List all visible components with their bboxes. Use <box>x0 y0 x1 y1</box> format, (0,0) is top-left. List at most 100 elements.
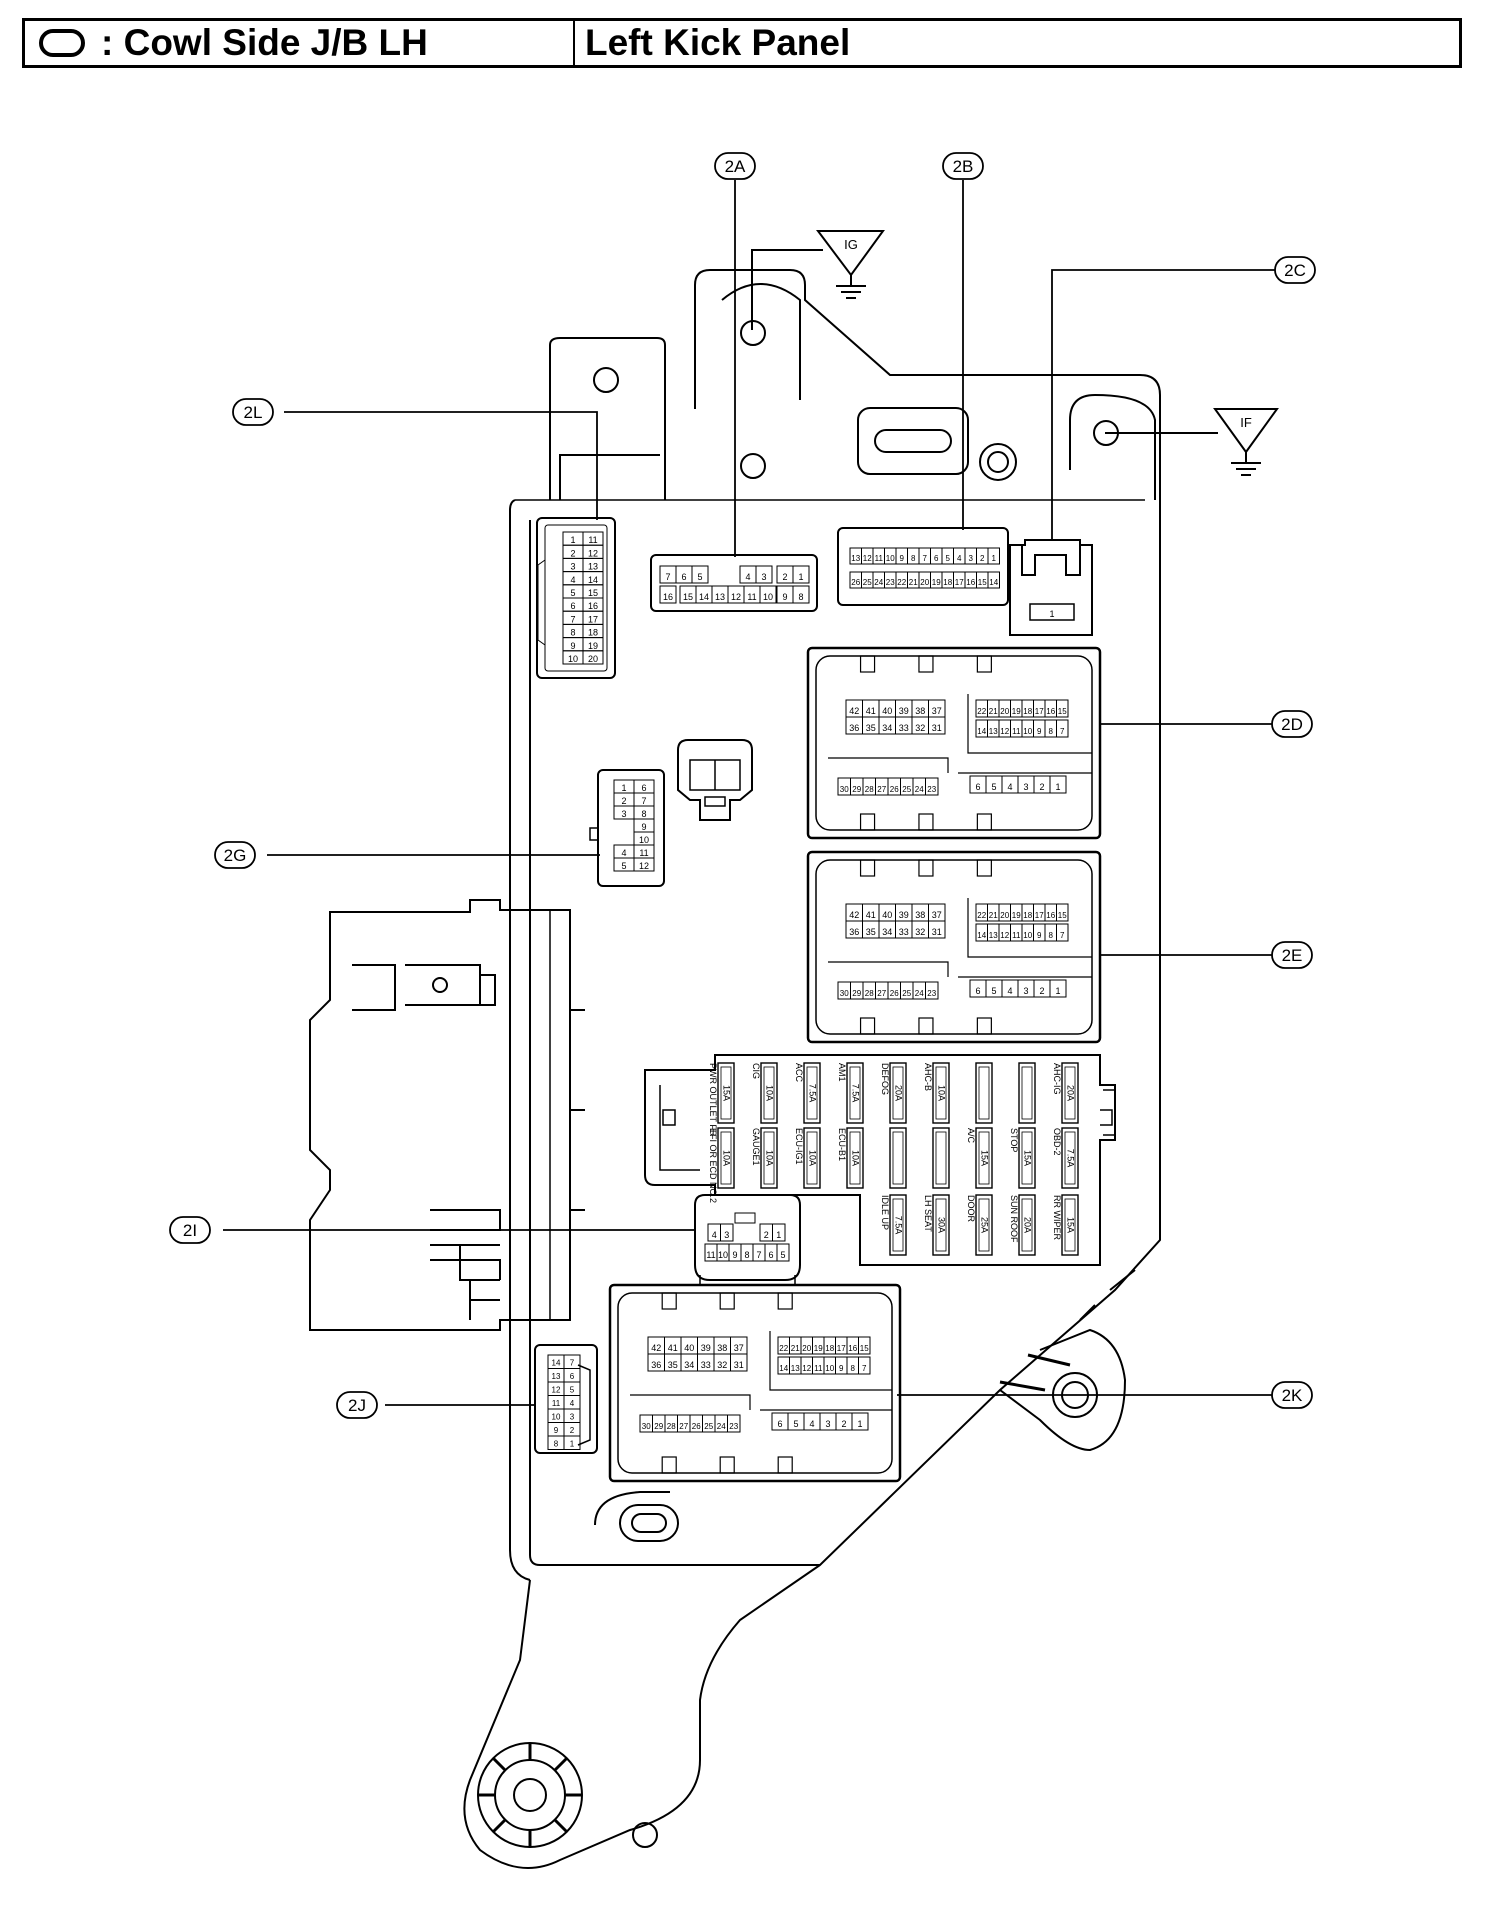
c2a-top-cell <box>792 565 810 584</box>
callout-label: 2L <box>244 403 263 422</box>
g2e-d-pin: 4 <box>1007 986 1012 996</box>
g2k-b-top-pin: 15 <box>860 1344 869 1353</box>
g2k-b-bot-pin: 9 <box>839 1364 844 1373</box>
callout-label: 2G <box>224 846 247 865</box>
c2b-top-pin: 3 <box>969 554 974 563</box>
g2d-c-pin: 29 <box>852 785 861 794</box>
callout-label: 2D <box>1281 715 1303 734</box>
g2e-d-pin: 3 <box>1023 986 1028 996</box>
callout-2c: 2C <box>1274 256 1316 284</box>
c2b-top-pin: 6 <box>934 554 939 563</box>
g2d-a-top-pin: 40 <box>882 706 892 716</box>
g2e-d-pin: 2 <box>1039 986 1044 996</box>
g2d-c-pin: 26 <box>890 785 899 794</box>
fuse-r2-3-amp: 10A <box>851 1150 861 1166</box>
g2d-a-top-pin: 39 <box>899 706 909 716</box>
g2d-c-pin: 23 <box>927 785 936 794</box>
g2e-d-pin: 5 <box>991 986 996 996</box>
g2d-d-cell <box>1049 775 1067 794</box>
c2j-row-pin: 14 <box>552 1359 561 1368</box>
callout-2l: 2L <box>232 398 274 426</box>
g2k-c-pin: 24 <box>717 1422 726 1431</box>
callout-label: 2E <box>1282 946 1303 965</box>
c2g-right-pin: 9 <box>641 822 646 832</box>
g2d-c-pin: 28 <box>865 785 874 794</box>
g2e-c-pin: 25 <box>902 989 911 998</box>
g2e-b-top-pin: 15 <box>1058 911 1067 920</box>
c2j-row-pin: 1 <box>570 1440 575 1449</box>
c2l-left-pin: 9 <box>570 641 575 651</box>
c2i-bot-pin: 6 <box>768 1250 773 1260</box>
g2d-b-bot-pin: 12 <box>1000 727 1009 736</box>
c2b-top-pin: 2 <box>980 554 985 563</box>
fuse-r3-2-label: DOOR <box>966 1195 976 1223</box>
fuse-r2-7-amp: 15A <box>1023 1150 1033 1166</box>
g2k-b-top-cell <box>858 1336 871 1355</box>
c2l-left-pin: 7 <box>570 614 575 624</box>
c2b-top-pin: 1 <box>992 554 997 563</box>
c2a-top-pin: 3 <box>761 572 766 582</box>
c2a-top-pin: 5 <box>697 572 702 582</box>
c2g-right-cell <box>633 857 655 872</box>
connector-2c: 1 <box>1009 539 1093 636</box>
g2d-a-bot-pin: 33 <box>899 723 909 733</box>
g2d-b-bot-pin: 14 <box>977 727 986 736</box>
c2a-bot-pin: 8 <box>798 592 803 602</box>
g2e-a-top-pin: 38 <box>915 910 925 920</box>
g2k-a-top-pin: 41 <box>668 1343 678 1353</box>
c2b-bot-cell <box>987 571 1000 589</box>
g2e-b-top-cell <box>1056 903 1069 922</box>
g2d-d-pin: 1 <box>1055 782 1060 792</box>
g2k-a-bot-cell <box>730 1353 748 1372</box>
g2e-a-bot-pin: 36 <box>849 927 859 937</box>
c2a-bot-pin: 13 <box>715 592 725 602</box>
fuse-r2-8-label: OBD-2 <box>1052 1128 1062 1156</box>
g2e-c-pin: 27 <box>877 989 886 998</box>
g2k-c-pin: 27 <box>679 1422 688 1431</box>
g2e-b-top-pin: 17 <box>1035 911 1044 920</box>
c2a-bot-pin: 10 <box>763 592 773 602</box>
c2a-bot-pin: 11 <box>747 592 756 602</box>
g2k-d-pin: 5 <box>793 1419 798 1429</box>
c2b-bot-pin: 17 <box>955 578 964 587</box>
c2a-top-pin: 1 <box>798 572 803 582</box>
g2e-b-top-pin: 21 <box>989 911 998 920</box>
g2k-b-top-pin: 18 <box>825 1344 834 1353</box>
c2j-row-pin: 7 <box>570 1359 575 1368</box>
fuse-r1-7 <box>1018 1062 1036 1124</box>
g2d-c-pin: 25 <box>902 785 911 794</box>
c2i-top-pin: 1 <box>776 1230 781 1240</box>
c2l-right-pin: 18 <box>588 628 598 638</box>
c2g-left-pin: 5 <box>621 861 626 871</box>
fuse-r2-1-amp: 10A <box>765 1150 775 1166</box>
g2d-c-pin: 27 <box>877 785 886 794</box>
c2b-top-pin: 12 <box>863 554 872 563</box>
c2a-bot-cell <box>759 585 777 604</box>
callout-2d: 2D <box>1271 710 1313 738</box>
g2d-c-pin: 24 <box>915 785 924 794</box>
fuse-r1-8-amp: 20A <box>1066 1085 1076 1101</box>
fuse-r2-1-label: GAUGE1 <box>751 1128 761 1166</box>
c2l-left-pin: 4 <box>570 575 575 585</box>
c2i-top-cell <box>772 1223 786 1242</box>
fuse-r1-6 <box>975 1062 993 1124</box>
fuse-r1-5-label: AHC-B <box>923 1063 933 1091</box>
g2k-d-cell <box>851 1412 869 1431</box>
g2d-a-bot-pin: 34 <box>882 723 892 733</box>
c2g-right-pin: 12 <box>639 861 649 871</box>
g2d-d-pin: 2 <box>1039 782 1044 792</box>
c2l-left-pin: 3 <box>570 562 575 572</box>
fuse-r3-3-label: SUN ROOF <box>1009 1195 1019 1243</box>
c2i-bot-pin: 5 <box>780 1250 785 1260</box>
small-connector <box>677 739 753 821</box>
c2j-row-pin: 4 <box>570 1399 575 1408</box>
c2g-right-pin: 7 <box>641 796 646 806</box>
position-label: Left Kick Panel <box>585 22 851 63</box>
title-bar: : Cowl Side J/B LH Left Kick Panel <box>22 18 1462 68</box>
